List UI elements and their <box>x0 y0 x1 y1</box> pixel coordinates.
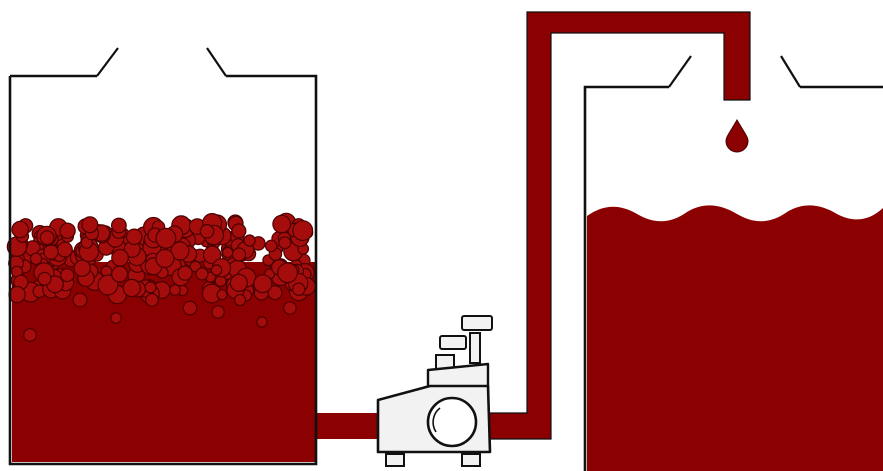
grape-skin <box>229 273 248 292</box>
grape-skin <box>243 234 256 247</box>
grape-skin <box>110 217 127 234</box>
right-tank-lid-left <box>668 55 692 88</box>
grape-skin <box>155 227 177 249</box>
wine-drop <box>725 119 749 153</box>
grape-skin <box>264 239 278 253</box>
grape-skin <box>155 248 175 269</box>
grape-skin <box>110 312 122 324</box>
grape-skin <box>170 241 190 261</box>
right-tank-wall <box>583 85 669 471</box>
grape-skin <box>72 292 88 308</box>
pump-foot-right <box>461 453 481 467</box>
pump-impeller <box>426 396 478 448</box>
grape-skin <box>56 241 73 258</box>
grape-skin <box>211 305 225 319</box>
grape-skin <box>292 220 314 242</box>
grape-skin <box>177 265 193 281</box>
grape-skin <box>43 244 59 260</box>
grape-skin <box>231 223 247 239</box>
grape-skin <box>37 271 52 286</box>
grape-skin <box>122 278 142 298</box>
right-tank-lid-right <box>780 55 801 88</box>
grape-skin <box>278 236 292 250</box>
pump-column-right <box>469 332 481 364</box>
grape-skin <box>292 282 306 296</box>
grape-skin <box>8 285 26 304</box>
pump-gauge-left <box>439 335 467 350</box>
right-tank-liquid <box>587 205 883 471</box>
grape-skin <box>144 281 157 294</box>
pump-gauge-right <box>461 315 493 331</box>
grape-skin <box>202 245 222 265</box>
left-tank-lid-right <box>206 47 227 77</box>
pump-icon <box>376 315 493 467</box>
grape-skin <box>256 316 268 328</box>
grape-skin <box>231 247 247 262</box>
grape-skin <box>233 293 247 307</box>
left-tank <box>6 47 318 466</box>
grape-skin <box>277 262 299 284</box>
grape-skin <box>111 265 129 283</box>
grape-skin <box>182 300 198 316</box>
grape-skin <box>73 259 91 277</box>
pump-foot-left <box>385 453 405 467</box>
grape-skin <box>145 293 159 307</box>
grape-skin <box>210 264 223 276</box>
left-tank-lid-left <box>96 47 119 77</box>
pump-impeller-highlight <box>432 407 441 433</box>
grape-skin <box>81 216 99 234</box>
left-tank-wall <box>8 74 318 466</box>
grape-skin <box>125 228 143 246</box>
grape-skin <box>221 246 234 259</box>
grape-skin <box>111 248 129 267</box>
grape-skin <box>195 267 209 281</box>
grape-skin <box>169 284 181 296</box>
grape-skin <box>39 230 55 246</box>
transfer-pipe <box>487 11 751 440</box>
right-tank <box>583 55 883 471</box>
grape-skin <box>199 224 215 239</box>
grape-skin <box>11 220 30 239</box>
grape-skin <box>97 274 119 296</box>
grape-skin <box>23 328 37 342</box>
grape-skin <box>272 214 292 234</box>
grape-skin <box>253 274 273 294</box>
grape-skin <box>216 289 228 301</box>
grape-skin <box>283 301 297 315</box>
grape-skin <box>29 252 43 265</box>
grape-skin <box>59 222 76 239</box>
grape-skin <box>60 268 75 283</box>
